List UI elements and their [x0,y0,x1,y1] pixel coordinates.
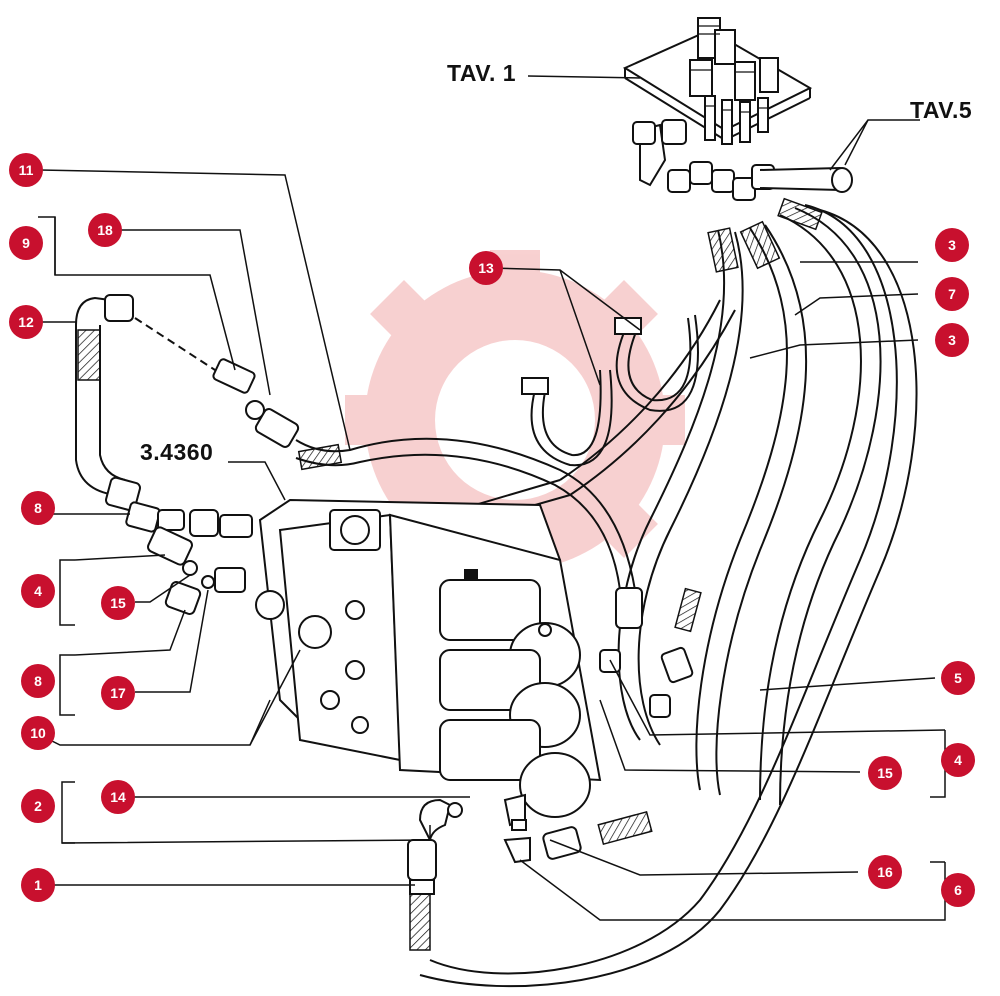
tav1-label: TAV. 1 [447,60,517,86]
callout-1: 1 [21,868,55,902]
callout-7: 7 [935,277,969,311]
callout-13: 13 [469,251,503,285]
callout-17: 17 [101,676,135,710]
hydraulic-hoses [389,204,918,988]
callout-3-upper: 3 [935,228,969,262]
hose-clamps [521,314,699,467]
tav1-manifold-plate [622,17,813,145]
callout-16: 16 [868,855,902,889]
upper-fittings [632,119,853,201]
callout-4-left: 4 [21,574,55,608]
callout-15-left: 15 [101,586,135,620]
bottom-fittings [407,646,694,895]
callout-10: 10 [21,716,55,750]
valve-reference-label: 3.4360 [140,439,214,465]
callout-8-lower: 8 [21,664,55,698]
callout-6: 6 [941,873,975,907]
callout-11: 11 [9,153,43,187]
callout-14: 14 [101,780,135,814]
tav5-label: TAV.5 [910,97,973,123]
callout-9: 9 [9,226,43,260]
callout-3-lower: 3 [935,323,969,357]
leader-lines [38,75,946,921]
left-fittings [125,501,253,615]
callout-18: 18 [88,213,122,247]
callout-15-right: 15 [868,756,902,790]
callout-12: 12 [9,305,43,339]
callout-4-right: 4 [941,743,975,777]
callout-8-upper: 8 [21,491,55,525]
left-hose-assembly [75,294,643,629]
callout-2: 2 [21,789,55,823]
control-valve-block [255,498,602,818]
callout-5: 5 [941,661,975,695]
